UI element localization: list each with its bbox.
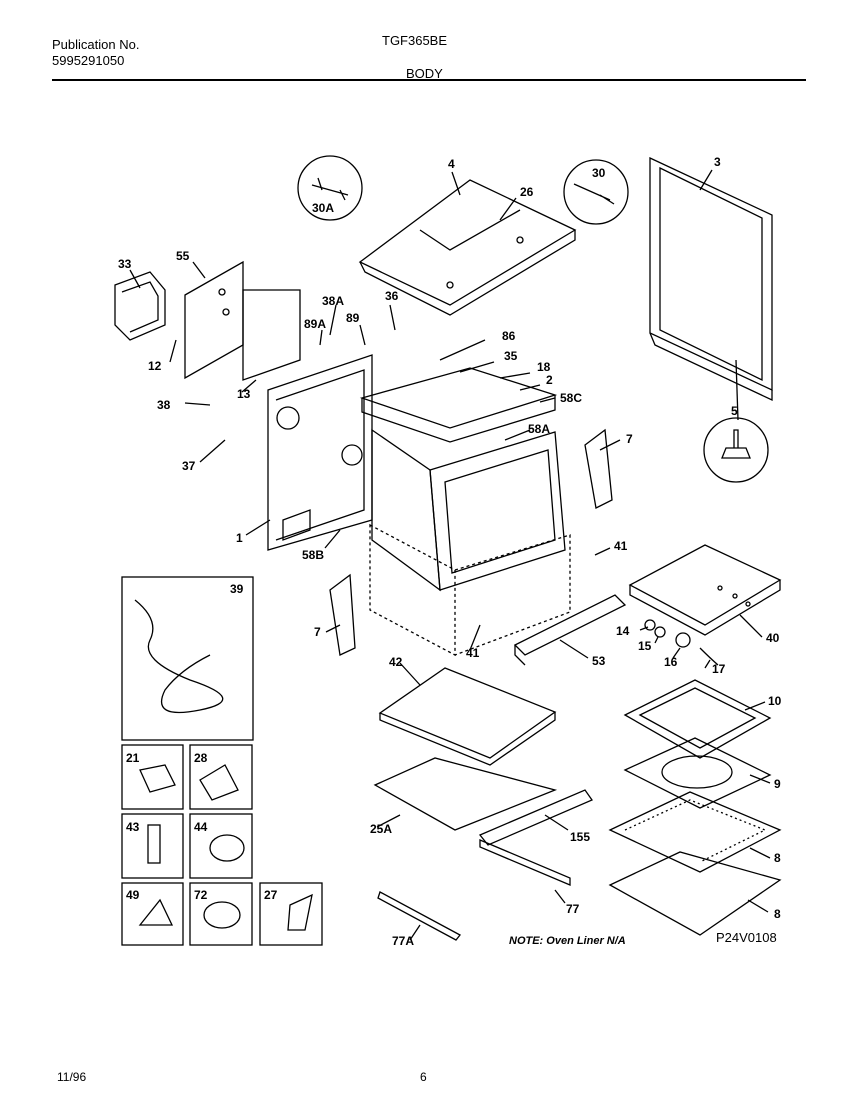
- callout-17: 17: [712, 662, 726, 676]
- callout-2: 2: [546, 373, 553, 387]
- callout-27: 27: [264, 888, 278, 902]
- callout-41-lower: 41: [466, 646, 480, 660]
- callout-3: 3: [714, 155, 721, 169]
- callout-89: 89: [346, 311, 360, 325]
- callout-77: 77: [566, 902, 580, 916]
- callout-39: 39: [230, 582, 244, 596]
- callout-53: 53: [592, 654, 606, 668]
- callout-1: 1: [236, 531, 243, 545]
- callout-40: 40: [766, 631, 780, 645]
- footer-page-number: 6: [420, 1070, 427, 1084]
- callout-7-lower: 7: [314, 625, 321, 639]
- callout-14: 14: [616, 624, 630, 638]
- drawing-code: P24V0108: [716, 930, 777, 945]
- callout-25a: 25A: [370, 822, 392, 836]
- callout-58a: 58A: [528, 422, 550, 436]
- callout-58c: 58C: [560, 391, 582, 405]
- callout-44: 44: [194, 820, 208, 834]
- callout-21: 21: [126, 751, 140, 765]
- callout-28: 28: [194, 751, 208, 765]
- callout-89a: 89A: [304, 317, 326, 331]
- callout-72: 72: [194, 888, 208, 902]
- diagram-linework: [114, 155, 782, 946]
- callout-38: 38: [157, 398, 171, 412]
- callout-77a: 77A: [392, 934, 414, 948]
- callout-8-lower: 8: [774, 907, 781, 921]
- callout-18: 18: [537, 360, 551, 374]
- callout-10: 10: [768, 694, 782, 708]
- callout-42: 42: [389, 655, 403, 669]
- callout-labels: 3 4 26 30 30A 33 55 38A 36 89A 89 86 35 …: [118, 155, 782, 948]
- callout-86: 86: [502, 329, 516, 343]
- callout-49: 49: [126, 888, 140, 902]
- callout-155: 155: [570, 830, 590, 844]
- oven-liner-note: NOTE: Oven Liner N/A: [509, 935, 626, 947]
- callout-16: 16: [664, 655, 678, 669]
- callout-35: 35: [504, 349, 518, 363]
- callout-30a: 30A: [312, 201, 334, 215]
- callout-4: 4: [448, 157, 455, 171]
- publication-label: Publication No.: [52, 37, 140, 52]
- callout-8-upper: 8: [774, 851, 781, 865]
- model-number: TGF365BE: [382, 33, 448, 48]
- callout-36: 36: [385, 289, 399, 303]
- callout-12: 12: [148, 359, 162, 373]
- callout-30: 30: [592, 166, 606, 180]
- callout-7-upper: 7: [626, 432, 633, 446]
- callout-58b: 58B: [302, 548, 324, 562]
- callout-55: 55: [176, 249, 190, 263]
- section-title: BODY: [406, 66, 443, 81]
- callout-15: 15: [638, 639, 652, 653]
- callout-37: 37: [182, 459, 196, 473]
- publication-number: 5995291050: [52, 53, 125, 68]
- callout-38a: 38A: [322, 294, 344, 308]
- callout-13: 13: [237, 387, 251, 401]
- header-rule: [52, 79, 806, 81]
- callout-41-upper: 41: [614, 539, 628, 553]
- callout-33: 33: [118, 257, 132, 271]
- callout-43: 43: [126, 820, 140, 834]
- callout-9: 9: [774, 777, 781, 791]
- footer-date: 11/96: [57, 1070, 87, 1084]
- callout-5: 5: [731, 404, 738, 418]
- callout-26: 26: [520, 185, 534, 199]
